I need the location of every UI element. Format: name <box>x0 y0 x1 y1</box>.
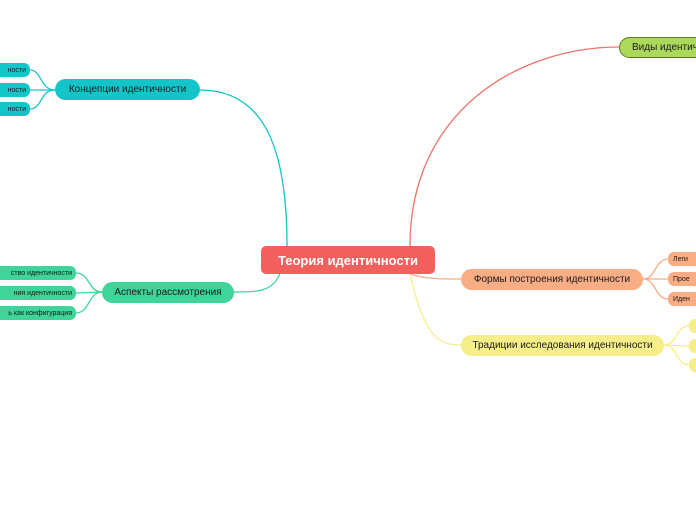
forms-child-2[interactable]: Прое <box>668 272 696 286</box>
branch-forms[interactable]: Формы построения идентичности <box>461 269 643 290</box>
concepts-child-2[interactable]: ности <box>0 83 30 97</box>
link-traditions <box>409 273 462 346</box>
link-aspects-c3 <box>75 291 103 314</box>
link-traditions-c3 <box>663 344 690 366</box>
link-aspects <box>233 269 282 293</box>
link-forms-c1 <box>642 258 669 280</box>
aspects-child-2[interactable]: ния идентичности <box>0 286 76 300</box>
link-aspects-c1 <box>75 272 103 293</box>
forms-child-1[interactable]: Леги <box>668 252 696 266</box>
link-traditions-c1 <box>663 325 690 346</box>
link-forms <box>409 273 462 280</box>
link-concepts <box>199 89 288 247</box>
link-kinds <box>409 46 620 247</box>
link-concepts-c3 <box>29 89 56 110</box>
traditions-child-2[interactable] <box>689 339 696 353</box>
link-forms-c3 <box>642 278 669 300</box>
branch-concepts[interactable]: Концепции идентичности <box>55 79 200 100</box>
link-concepts-c1 <box>29 69 56 91</box>
concepts-child-1[interactable]: ности <box>0 63 30 77</box>
forms-child-3[interactable]: Иден <box>668 292 696 306</box>
branch-aspects[interactable]: Аспекты рассмотрения <box>102 282 234 303</box>
concepts-child-3[interactable]: ности <box>0 102 30 116</box>
aspects-child-3[interactable]: ь как конфигурация <box>0 306 76 320</box>
branch-kinds[interactable]: Виды идентич <box>619 37 696 58</box>
central-topic[interactable]: Теория идентичности <box>261 246 435 274</box>
traditions-child-3[interactable] <box>689 358 696 372</box>
branch-traditions[interactable]: Традиции исследования идентичности <box>461 335 664 356</box>
traditions-child-1[interactable] <box>689 319 696 333</box>
aspects-child-1[interactable]: ство идентичности <box>0 266 76 280</box>
